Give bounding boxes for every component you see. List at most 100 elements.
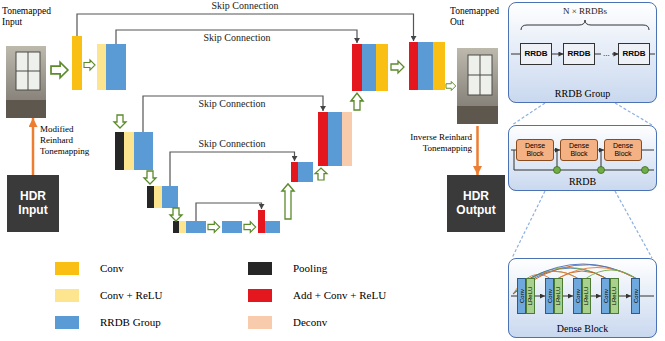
skip-line [196,203,262,221]
image-node: Tonemapped Input [2,6,60,118]
add-conv-relu-layer [291,162,298,182]
rrdb-group-layer [222,221,242,233]
conv-relu-layer [97,44,106,90]
connector [619,296,631,297]
network-layers [72,36,445,233]
layer-label: LReLU [556,287,562,306]
conv-layer: Conv [573,278,582,314]
connector [476,126,479,175]
box-label: HDR Input [10,190,56,218]
dense-block: Dense Block [516,139,554,161]
lrelu-layer: LReLU [582,278,591,314]
edge-label: Inverse Reinhard Tonemapping [410,132,472,154]
legend-text: Conv [100,261,124,276]
layer-label: Conv [575,289,581,303]
output-image [457,48,498,124]
photo-window [468,55,492,95]
legend-swatch [55,316,79,329]
block-label: Dense Block [561,142,597,157]
sum-node [642,167,649,174]
legend-swatch [248,316,272,329]
edge-label: Modified Reinhard Tonemapping [40,124,100,156]
photo-ground [457,48,498,124]
add-conv-relu-layer [258,210,265,233]
flow-arrow [315,168,327,180]
pooling-layer [115,132,124,170]
connection-label: Skip Connection [195,0,295,12]
flow-arrow [446,82,456,91]
legend-text: Pooling [293,261,327,276]
conv-layer: Conv [631,278,640,314]
connector [32,118,35,175]
skip-line [116,30,357,44]
edge-label: ... [601,48,612,58]
panel-ground [508,258,657,338]
flow-arrow [391,61,404,73]
dense-arc [559,268,636,279]
panel-title: RRDB Group [555,88,610,100]
connection-label: Skip Connection [182,138,282,150]
flow-arrow [351,93,363,110]
sum-node [554,167,561,174]
block-label: Dense Block [605,142,641,157]
flow-arrow [51,62,68,78]
dense-block: Dense Block [604,139,642,161]
rrdb-group-layer [106,44,126,90]
zoom-line [512,103,652,258]
block-label: Dense Block [517,142,553,157]
conv-relu-layer [179,221,186,233]
flow-arrow [114,115,126,128]
rrdb-group-layer [418,42,433,90]
legend-text: RRDB Group [100,315,161,330]
legend-text: Deconv [293,315,327,330]
conv-relu-layer [154,186,162,208]
layer-label: Conv [547,289,553,303]
rrdb-group-layer [162,186,178,208]
block-label: RRDB [622,50,645,58]
brace [521,20,649,30]
image-caption: Tonemapped Out [450,6,508,29]
layer-label: Conv [633,289,639,303]
legend-swatch [55,262,79,275]
block-label: RRDB [567,50,590,58]
flow-arrow [282,184,294,219]
legend-text: Conv + ReLU [100,288,162,303]
zoom-panel: RRDBDense BlockDense BlockDense Block [508,125,657,191]
photo-floor [6,100,46,118]
flow-arrows [51,60,456,233]
flow-arrow [144,171,156,184]
add-conv-relu-layer [318,112,328,166]
legend-swatch [55,289,79,302]
connection-label: Skip Connection [182,98,282,110]
rrdb-group-layer [265,221,280,233]
flow-arrow [84,60,95,70]
rrdb-group-layer [362,44,376,91]
layer-label: LReLU [612,287,618,306]
hdr-box: HDR Input [7,175,59,232]
rrdb-group-layer [134,132,153,170]
connector [535,296,545,297]
bracket-label: N × RRDBs [545,5,625,17]
panel-ground [508,125,657,191]
add-conv-relu-layer [409,42,418,90]
rrdb-block: RRDB [618,43,649,65]
dense-arc [587,270,636,278]
conv-layer [433,42,445,90]
skip-lines [77,14,414,221]
conv-layer: Conv [601,278,610,314]
legend-swatch [248,289,272,302]
legend-swatch [248,262,272,275]
photo-ground [6,46,46,118]
pooling-layer [173,221,179,233]
box-label: HDR Output [450,190,502,218]
sum-node [598,167,605,174]
legend-text: Add + Conv + ReLU [293,288,386,303]
rrdb-block: RRDB [563,43,594,65]
rrdb-group-layer [298,162,313,182]
zoom-panels [508,2,657,338]
lrelu-layer: LReLU [554,278,563,314]
rrdb-block: RRDB [520,43,551,65]
connector [591,296,601,297]
conv-layer [72,36,82,90]
layer-label: LReLU [528,287,534,306]
